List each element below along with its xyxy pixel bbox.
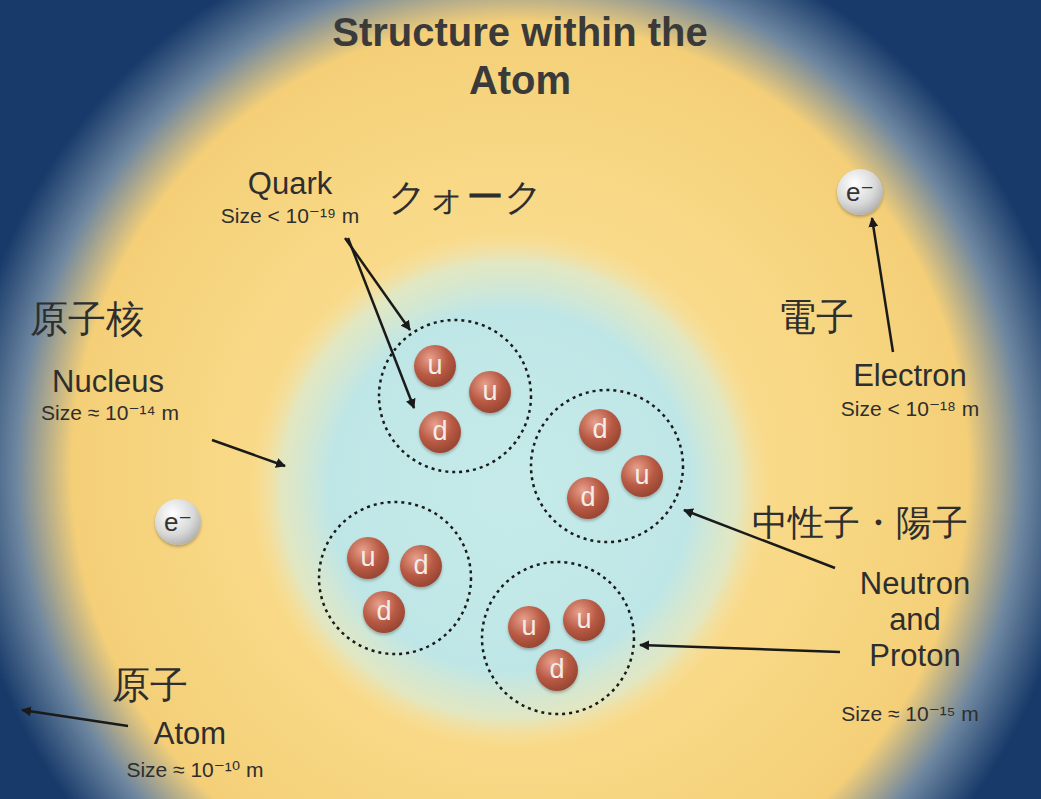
leader-arrow xyxy=(872,218,893,352)
quark-flavor: d xyxy=(376,598,391,625)
leader-arrow xyxy=(212,440,285,466)
quark-flavor: u xyxy=(634,462,649,489)
english-label: Atom xyxy=(105,716,275,752)
quark-flavor: d xyxy=(580,484,595,511)
english-label: Quark xyxy=(185,166,395,202)
quark-sphere: u xyxy=(563,599,605,641)
english-label: Neutron and Proton xyxy=(845,566,985,674)
english-label: Nucleus xyxy=(8,364,208,400)
japanese-label: クォーク xyxy=(388,176,608,220)
leader-arrow xyxy=(348,238,414,408)
quark-sphere: u xyxy=(414,345,456,387)
japanese-label: 原子 xyxy=(112,664,232,708)
english-label: Electron xyxy=(800,358,1020,394)
nucleon-outline xyxy=(482,562,634,714)
japanese-label: 中性子・陽子 xyxy=(752,502,1037,543)
nucleon-outline xyxy=(319,502,471,654)
quark-flavor: u xyxy=(521,613,536,640)
quark-flavor: d xyxy=(432,418,447,445)
quark-sphere: d xyxy=(400,545,442,587)
japanese-label: 電子 xyxy=(778,296,978,340)
size-label: Size < 10⁻¹⁹ m xyxy=(175,204,405,228)
leader-arrow xyxy=(22,710,128,726)
electron-symbol: e⁻ xyxy=(164,509,192,535)
quark-sphere: u xyxy=(621,455,663,497)
electron-sphere: e⁻ xyxy=(837,169,883,215)
quark-flavor: d xyxy=(549,656,564,683)
nucleon-outline xyxy=(531,390,683,542)
quark-flavor: u xyxy=(482,378,497,405)
size-label: Size ≈ 10⁻¹⁰ m xyxy=(90,758,300,782)
quark-sphere: u xyxy=(508,606,550,648)
quark-sphere: d xyxy=(363,591,405,633)
quark-flavor: u xyxy=(576,606,591,633)
nucleon-outline xyxy=(379,320,531,472)
quark-flavor: u xyxy=(360,544,375,571)
electron-symbol: e⁻ xyxy=(846,179,874,205)
quark-flavor: d xyxy=(413,552,428,579)
quark-sphere: d xyxy=(536,649,578,691)
quark-sphere: u xyxy=(347,537,389,579)
size-label: Size < 10⁻¹⁸ m xyxy=(800,397,1020,421)
quark-sphere: d xyxy=(419,411,461,453)
leader-arrow xyxy=(640,645,840,652)
japanese-label: 原子核 xyxy=(30,298,230,342)
title: Structure within the Atom xyxy=(330,8,710,104)
quark-sphere: d xyxy=(567,477,609,519)
electron-sphere: e⁻ xyxy=(155,499,201,545)
quark-flavor: d xyxy=(592,416,607,443)
quark-flavor: u xyxy=(427,352,442,379)
size-label: Size ≈ 10⁻¹⁴ m xyxy=(0,401,220,425)
quark-sphere: u xyxy=(469,371,511,413)
quark-sphere: d xyxy=(579,409,621,451)
size-label: Size ≈ 10⁻¹⁵ m xyxy=(790,702,1030,726)
